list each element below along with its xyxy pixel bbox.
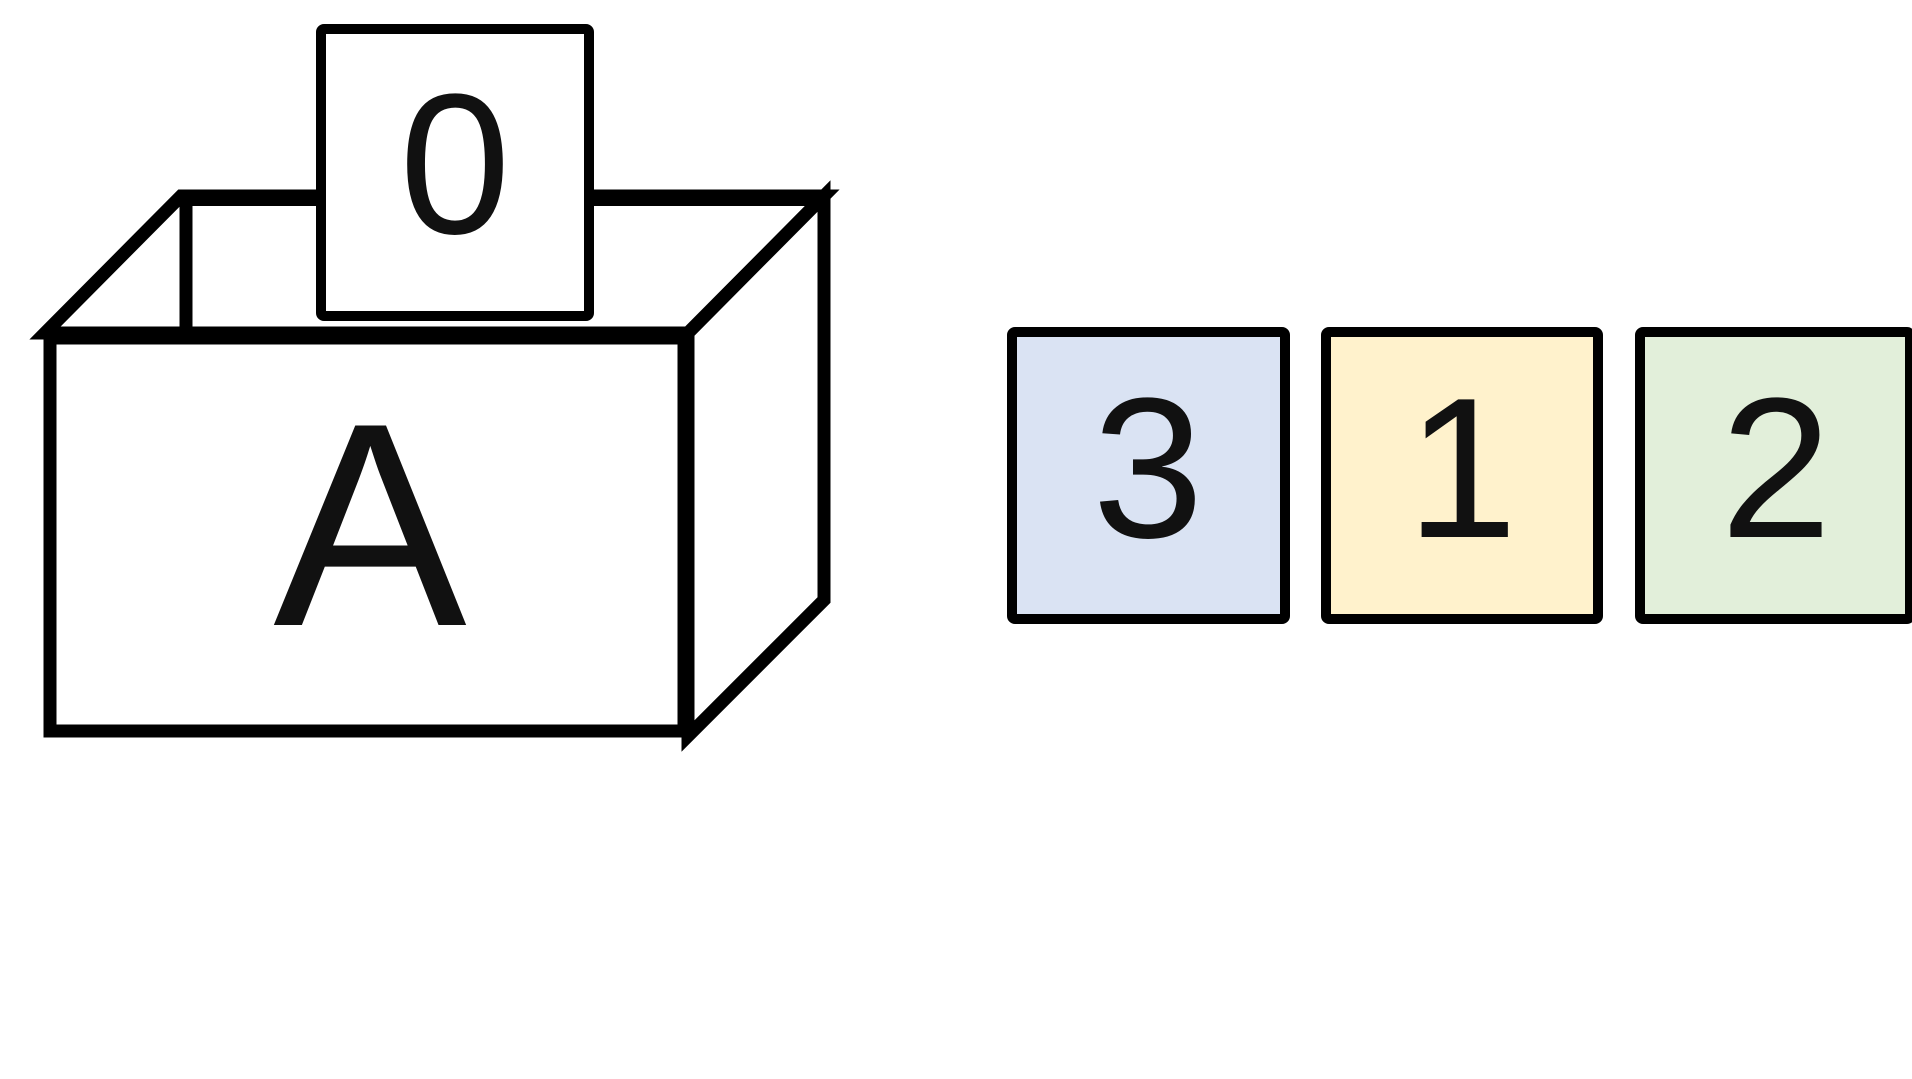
card-2-frame — [1635, 327, 1912, 624]
card-2: 2 — [1635, 327, 1912, 624]
card-3-frame — [1007, 327, 1290, 624]
card-1-label: 1 — [1406, 357, 1517, 580]
box-top-card: 0 — [316, 24, 594, 321]
card-3: 3 — [1007, 327, 1290, 624]
box-top-card-label: 0 — [399, 53, 510, 276]
card-1-frame — [1321, 327, 1603, 624]
box-front-face — [43, 331, 691, 738]
card-row: 3 1 2 — [1007, 327, 1912, 624]
box-label: A — [273, 363, 468, 687]
box-a: A — [29, 180, 840, 752]
card-3-label: 3 — [1092, 357, 1203, 580]
card-1: 1 — [1321, 327, 1603, 624]
card-2-label: 2 — [1720, 357, 1831, 580]
box-top-card-frame — [316, 24, 594, 321]
